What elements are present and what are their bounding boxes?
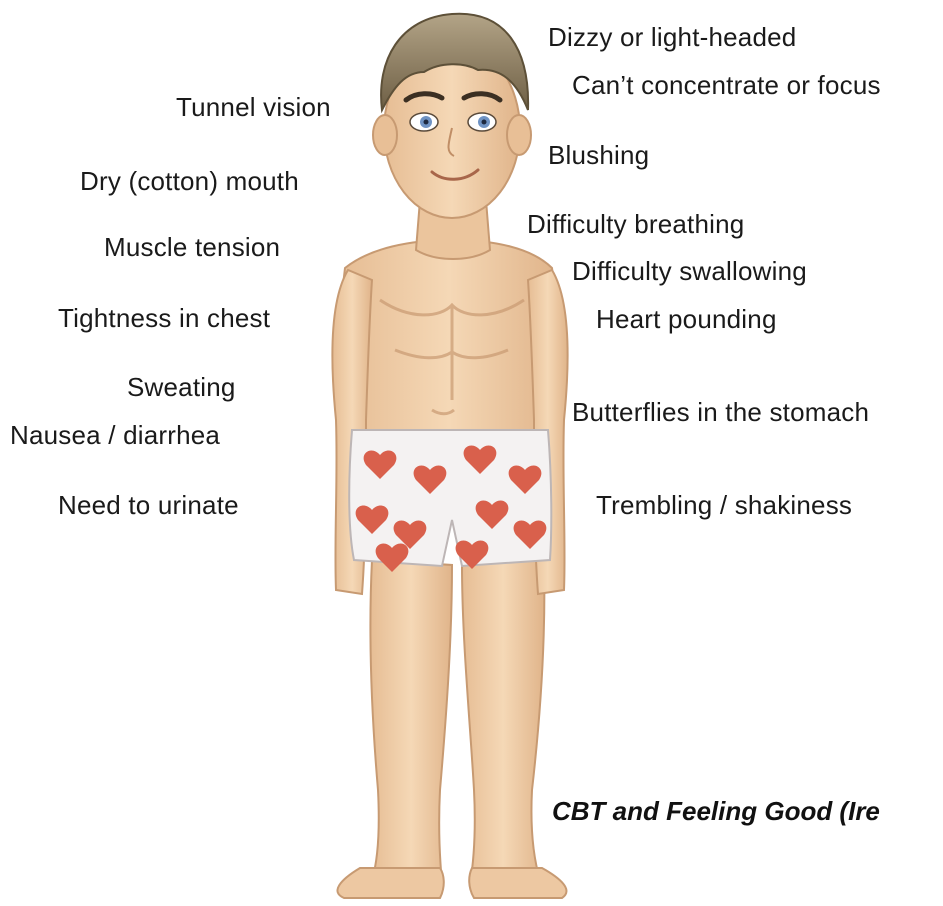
- symptom-nausea-diarrhea: Nausea / diarrhea: [10, 420, 220, 450]
- symptom-difficulty-breathing: Difficulty breathing: [527, 209, 744, 239]
- symptom-blushing: Blushing: [548, 140, 649, 170]
- symptom-heart-pounding: Heart pounding: [596, 304, 777, 334]
- symptom-cant-concentrate: Can’t concentrate or focus: [572, 70, 881, 100]
- symptom-dry-mouth: Dry (cotton) mouth: [80, 166, 299, 196]
- caption: CBT and Feeling Good (Ire: [552, 796, 880, 827]
- symptom-sweating: Sweating: [127, 372, 236, 402]
- symptom-tightness-in-chest: Tightness in chest: [58, 303, 270, 333]
- symptom-muscle-tension: Muscle tension: [104, 232, 280, 262]
- left-ear: [373, 115, 397, 155]
- symptom-dizzy: Dizzy or light-headed: [548, 22, 796, 52]
- symptom-trembling: Trembling / shakiness: [596, 490, 852, 520]
- symptom-difficulty-swallowing: Difficulty swallowing: [572, 256, 807, 286]
- symptom-tunnel-vision: Tunnel vision: [176, 92, 331, 122]
- right-ear: [507, 115, 531, 155]
- symptom-need-to-urinate: Need to urinate: [58, 490, 239, 520]
- feet: [337, 868, 566, 898]
- torso: [342, 240, 556, 430]
- symptom-butterflies: Butterflies in the stomach: [572, 397, 869, 427]
- legs: [370, 560, 544, 884]
